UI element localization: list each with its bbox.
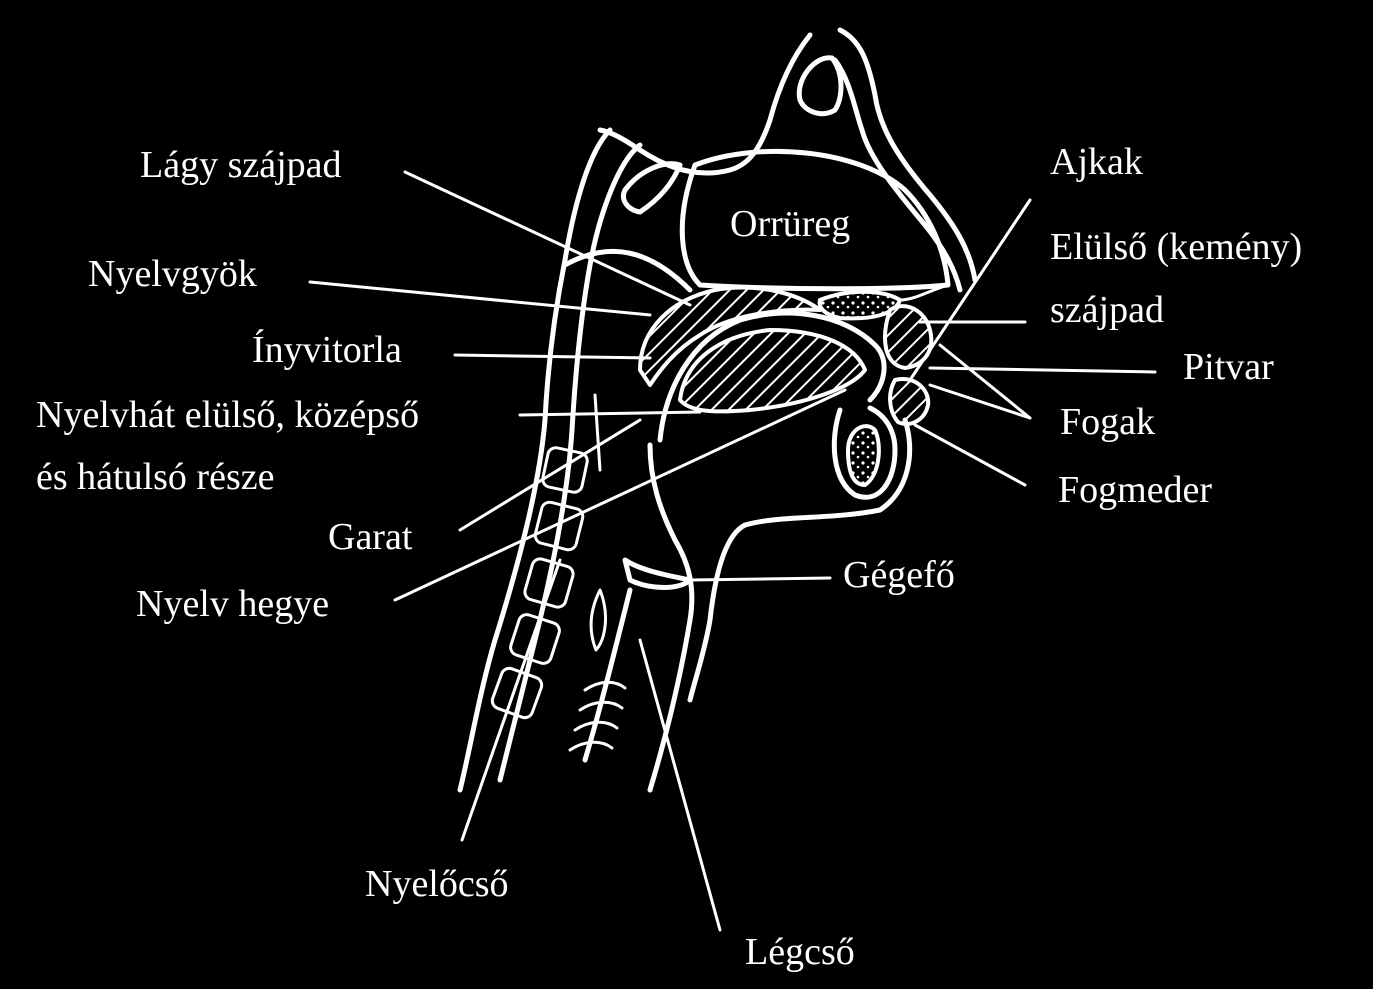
tooth-socket-shape [845,424,881,488]
label-nyelocso: Nyelőcső [365,863,509,905]
vertebrae [490,393,602,720]
leader-inyvitorla [453,353,652,360]
nasal-outline [597,32,813,176]
leader-garat [458,418,642,532]
leader-nyelv-hegye [393,388,847,602]
lower-lip-shape [888,377,931,426]
label-orrureg: Orrüreg [730,203,851,245]
label-inyvitorla: Ínyvitorla [252,329,402,371]
nasal-bridge-outer [837,27,978,283]
leader-legcso [638,638,722,932]
label-ajkak: Ajkak [1050,141,1143,183]
hard-palate-shape [817,289,903,321]
vertebra-4 [509,613,561,665]
trachea-front [647,617,693,793]
soft-palate-shape [638,285,822,387]
leader-gegefo [688,576,832,582]
trachea-rings [568,680,627,752]
epiglottis [647,442,695,623]
vertebra-3 [523,557,575,609]
leader-nyelocso [460,558,562,842]
label-nyelvgyok: Nyelvgyök [88,253,257,295]
label-pitvar: Pitvar [1183,346,1274,388]
label-garat: Garat [328,516,413,558]
leader-fogak-1 [928,383,1032,420]
mandible-outline [831,405,898,500]
label-elulso-line2: szájpad [1050,289,1164,331]
upper-jaw-line [898,283,950,302]
label-fogak: Fogak [1060,401,1155,443]
leader-lagy-szajpad [403,170,692,307]
leader-fogmeder [913,423,1027,487]
chin-neck [687,417,913,703]
larynx-outline [622,557,693,590]
vertebra-top [593,393,602,472]
label-nyelvhat-line2: és hátulsó része [36,456,275,498]
skull-base [621,161,683,215]
tongue-shape [678,328,867,414]
label-lagy-szajpad: Lágy szájpad [140,144,342,186]
leader-fogak-2 [938,343,1032,420]
tongue-body [657,310,887,443]
pharynx-front-wall [497,142,643,783]
label-legcso: Légcső [745,931,855,973]
leader-nyelvhat [518,410,702,417]
label-elulso-line1: Elülső (kemény) [1050,226,1303,268]
label-nyelv-hegye: Nyelv hegye [136,583,330,625]
esophagus-fold [589,588,607,652]
leader-nyelvgyok [308,280,652,317]
label-nyelvhat-line1: Nyelvhát elülső, középső [36,394,420,436]
label-gegefo: Gégefő [843,554,955,596]
vertebra-1 [541,446,589,494]
leader-pitvar [928,366,1157,374]
vertebra-5 [490,666,544,720]
leader-ajkak [908,198,1032,382]
skull-shelf [562,248,693,293]
sinus-cavity [796,55,844,117]
pharynx-back-wall [457,127,613,793]
label-fogmeder: Fogmeder [1058,469,1213,511]
vertebra-2 [533,500,585,552]
